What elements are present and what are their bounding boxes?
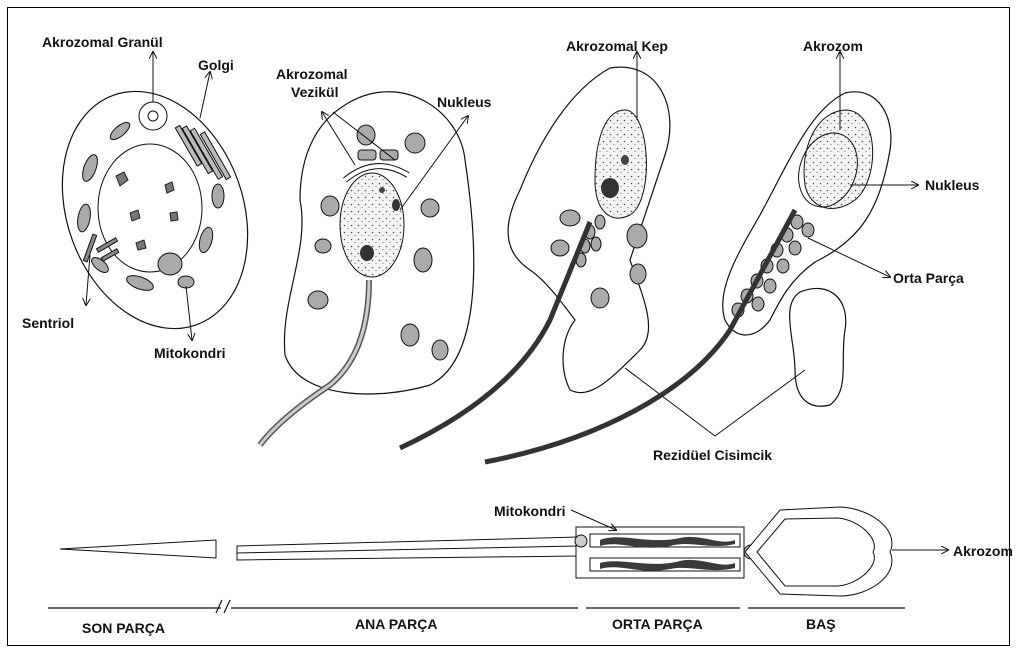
segment-son-parca: SON PARÇA	[82, 620, 165, 636]
segment-bas: BAŞ	[806, 616, 836, 632]
label-reziduel-cisimcik: Rezidüel Cisimcik	[653, 447, 772, 463]
segment-lines	[48, 600, 905, 613]
label-akrozom-cell4: Akrozom	[803, 38, 863, 54]
label-akrozomal-kep: Akrozomal Kep	[566, 38, 668, 54]
label-mitokondri: Mitokondri	[154, 345, 226, 361]
label-akrozom-sperm: Akrozom	[953, 543, 1013, 559]
early-spermatid	[260, 92, 474, 445]
label-sentriol: Sentriol	[22, 315, 74, 331]
label-akrozomal-granul: Akrozomal Granül	[42, 34, 163, 50]
spermatid-cell	[31, 65, 280, 354]
label-nukleus-cell2: Nukleus	[437, 94, 491, 110]
segment-ana-parca: ANA PARÇA	[355, 616, 437, 632]
label-orta-parca: Orta Parça	[893, 270, 964, 286]
label-akrozomal-vezikul-line1: Akrozomal	[276, 66, 348, 82]
label-mitokondri-sperm: Mitokondri	[494, 503, 566, 519]
label-akrozomal-vezikul-line2: Vezikül	[291, 84, 338, 100]
label-golgi: Golgi	[198, 57, 234, 73]
label-nukleus-cell4: Nukleus	[925, 177, 979, 193]
segment-orta-parca: ORTA PARÇA	[612, 616, 703, 632]
mature-sperm	[60, 507, 948, 596]
